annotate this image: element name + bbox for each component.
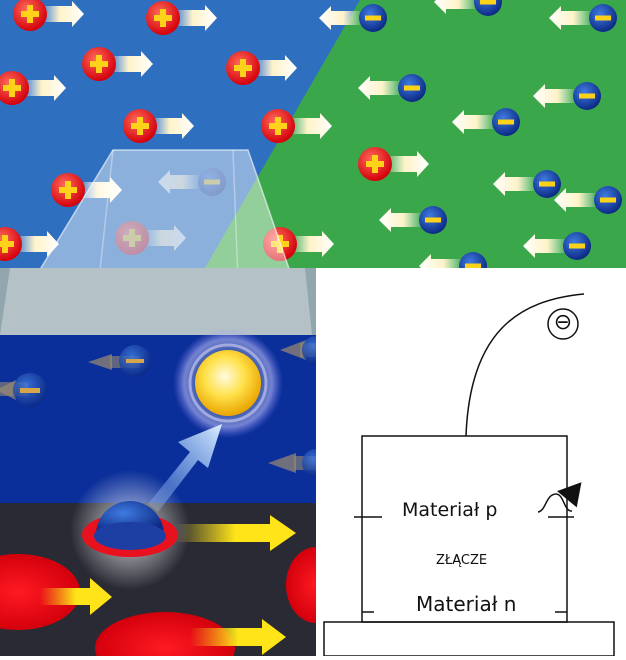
- electron-carrier: [452, 108, 520, 136]
- electron-terminal: [547, 308, 579, 340]
- arrow-right-3: [190, 619, 286, 655]
- n-region: [205, 0, 626, 268]
- hole-carrier: [226, 51, 297, 85]
- material-n-label: Materiał n: [416, 592, 517, 616]
- electron-carrier: [319, 4, 387, 32]
- wire: [465, 293, 585, 437]
- zoom-base-face: [0, 268, 312, 335]
- hole-carrier: [123, 109, 194, 143]
- carriers-layer: [0, 0, 622, 280]
- electron-terminal-label: ⊖: [553, 310, 573, 335]
- photon: [195, 350, 261, 416]
- hole-carrier: [146, 1, 217, 35]
- hole-carrier: [261, 109, 332, 143]
- electron-carrier: [434, 0, 502, 16]
- electron-carrier: [533, 82, 601, 110]
- hole-blob-bottom: [95, 612, 235, 660]
- electron-carrier: [549, 4, 617, 32]
- electron-carrier: [158, 168, 226, 196]
- hole-carrier: [115, 221, 186, 255]
- arrow-right-1: [175, 515, 296, 551]
- arrow-right-2: [40, 578, 112, 615]
- hole-carrier: [0, 227, 59, 261]
- hole-carrier: [13, 0, 84, 31]
- hole-carrier: [82, 47, 153, 81]
- electron-carrier: [554, 186, 622, 214]
- material-p-label: Materiał p: [402, 499, 498, 521]
- light-arrowhead: [557, 482, 582, 508]
- hole-blob-left: [0, 554, 80, 630]
- light-wave: [537, 493, 573, 513]
- electron-carrier: [379, 206, 447, 234]
- hole-carrier: [0, 71, 66, 105]
- electron-carrier: [358, 74, 426, 102]
- electron-carrier: [493, 170, 561, 198]
- junction-label: ZŁĄCZE: [436, 553, 488, 568]
- valence-arrows: [40, 515, 296, 655]
- hole-carrier: [51, 173, 122, 207]
- hole-carrier: [358, 147, 429, 181]
- electron-carrier: [523, 232, 591, 260]
